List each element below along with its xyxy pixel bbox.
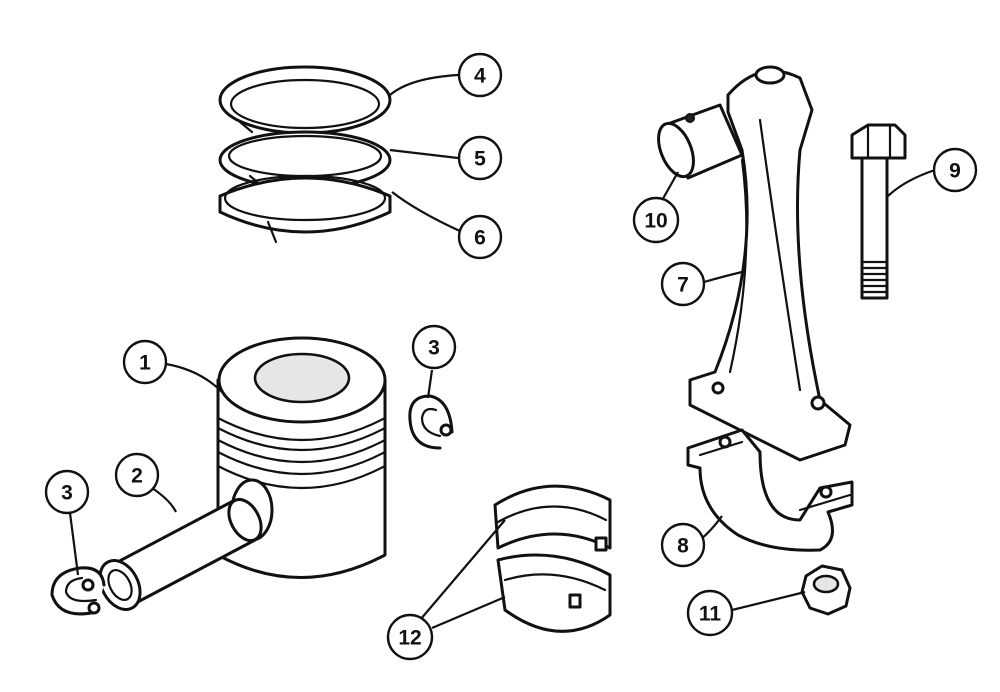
- leader-3a: [68, 512, 80, 576]
- piston-ring-top: [218, 65, 392, 135]
- circlip-right: [408, 394, 454, 450]
- svg-text:11: 11: [699, 603, 722, 626]
- callout-10: 10: [632, 196, 680, 244]
- svg-text:3: 3: [428, 337, 440, 360]
- svg-text:3: 3: [61, 482, 73, 505]
- callout-12: 12: [386, 613, 434, 661]
- svg-text:2: 2: [131, 465, 143, 488]
- svg-text:10: 10: [644, 210, 667, 233]
- svg-text:1: 1: [139, 352, 151, 375]
- svg-text:12: 12: [398, 627, 421, 650]
- callout-5: 5: [457, 135, 503, 181]
- leader-1: [165, 362, 223, 393]
- leader-11: [731, 590, 806, 612]
- circlip-left: [50, 566, 106, 616]
- svg-text:7: 7: [677, 274, 689, 297]
- small-end-bush: [657, 103, 744, 180]
- leader-5: [389, 148, 459, 160]
- svg-text:5: 5: [474, 148, 486, 171]
- bearing-shell-upper: [493, 484, 612, 552]
- svg-text:9: 9: [949, 160, 961, 183]
- leader-6: [391, 191, 463, 234]
- leader-9: [887, 168, 936, 197]
- callout-8: 8: [660, 522, 706, 568]
- leader-4: [389, 73, 459, 96]
- svg-text:4: 4: [474, 65, 486, 88]
- svg-text:8: 8: [677, 535, 689, 558]
- callout-7: 7: [660, 261, 706, 307]
- leader-2: [151, 487, 177, 513]
- rod-bolt: [850, 123, 907, 300]
- leader-12a: [419, 519, 506, 621]
- leader-12b: [431, 595, 506, 630]
- callout-6: 6: [457, 214, 503, 260]
- connecting-rod: [688, 65, 852, 462]
- callout-2: 2: [114, 452, 160, 498]
- callout-9: 9: [932, 147, 978, 193]
- connecting-rod-cap: [686, 428, 854, 552]
- leader-7: [703, 270, 743, 284]
- piston-ring-oil: [218, 174, 392, 244]
- bearing-shell-lower: [496, 553, 612, 633]
- svg-text:6: 6: [474, 227, 486, 250]
- piston-pin: [98, 497, 263, 611]
- callout-3-right: 3: [411, 324, 457, 370]
- callout-3-left: 3: [44, 469, 90, 515]
- callout-1: 1: [122, 339, 168, 385]
- hex-nut: [800, 564, 852, 616]
- callout-4: 4: [457, 52, 503, 98]
- callout-11: 11: [686, 589, 734, 637]
- leader-3b: [426, 369, 434, 399]
